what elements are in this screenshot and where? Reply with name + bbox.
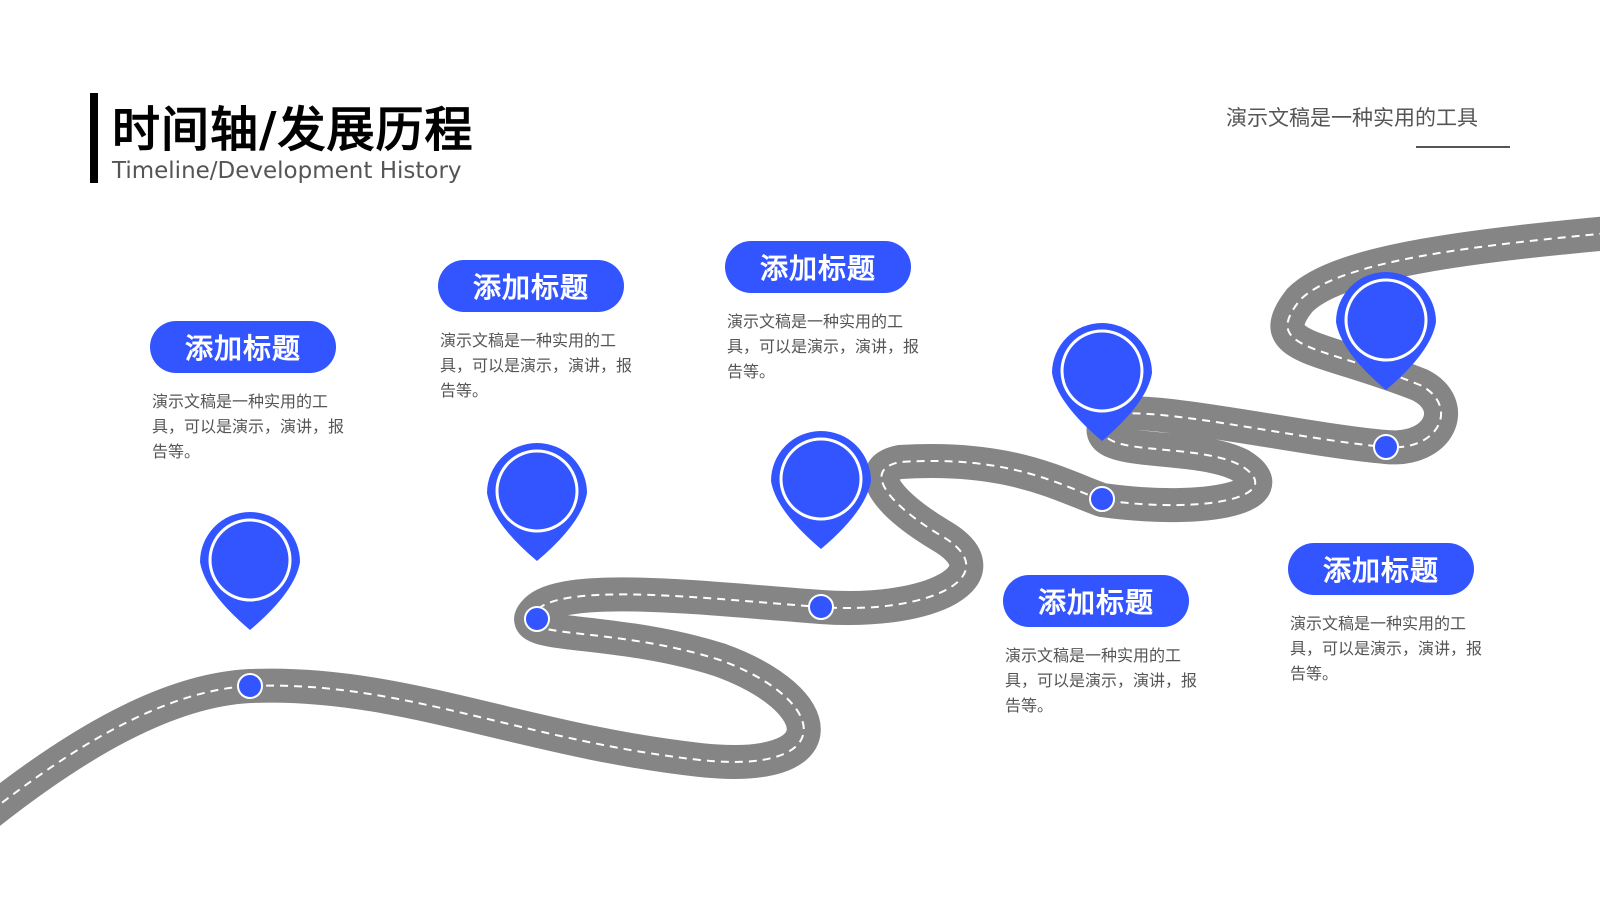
- page-title: 时间轴/发展历程: [112, 102, 474, 158]
- road-center-dashes: [0, 232, 1600, 806]
- road-dot-icon: [1373, 434, 1399, 460]
- milestone-description-5: 演示文稿是一种实用的工具，可以是演示，演讲，报告等。: [1290, 614, 1483, 683]
- tagline: 演示文稿是一种实用的工具: [1226, 106, 1478, 130]
- milestone-description-3: 演示文稿是一种实用的工具，可以是演示，演讲，报告等。: [727, 312, 920, 381]
- road-dot-icon: [524, 606, 550, 632]
- milestone-description-4: 演示文稿是一种实用的工具，可以是演示，演讲，报告等。: [1005, 646, 1198, 715]
- milestone-description-1: 演示文稿是一种实用的工具，可以是演示，演讲，报告等。: [152, 392, 345, 461]
- title-accent-bar: [90, 93, 98, 183]
- milestone-description-2: 演示文稿是一种实用的工具，可以是演示，演讲，报告等。: [440, 331, 633, 400]
- milestone-title-4: 添加标题: [1003, 575, 1189, 627]
- road-dot-icon: [1089, 486, 1115, 512]
- milestone-title-2: 添加标题: [438, 260, 624, 312]
- map-pin-icon: [200, 512, 300, 630]
- milestone-title-5: 添加标题: [1288, 543, 1474, 595]
- map-pin-icon: [1052, 323, 1152, 441]
- road-dot-icon: [237, 673, 263, 699]
- milestone-title-3: 添加标题: [725, 241, 911, 293]
- map-pin-icon: [487, 443, 587, 561]
- page-subtitle: Timeline/Development History: [112, 158, 462, 184]
- tagline-underline: [1416, 146, 1510, 148]
- map-pin-icon: [771, 431, 871, 549]
- road-dot-icon: [808, 594, 834, 620]
- map-pin-icon: [1336, 272, 1436, 390]
- milestone-title-1: 添加标题: [150, 321, 336, 373]
